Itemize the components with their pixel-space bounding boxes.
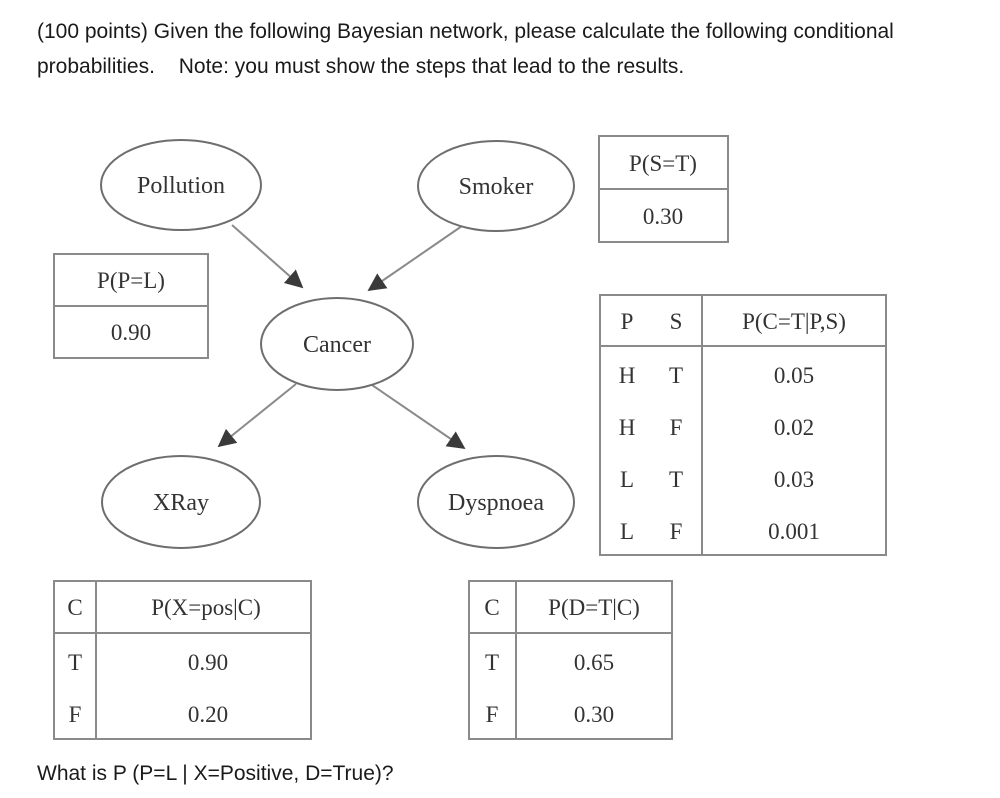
smoker-cpt-value: 0.30 — [643, 204, 683, 229]
edges — [217, 224, 466, 450]
cancer-cpt-row-s: T — [669, 467, 683, 492]
edge-cancer-xray — [217, 383, 297, 448]
node-pollution-label: Pollution — [137, 173, 225, 199]
cancer-cpt-row-p: L — [620, 519, 634, 544]
cancer-cpt-row-s: F — [670, 519, 683, 544]
node-xray-label: XRay — [153, 490, 209, 516]
smoker-cpt-header: P(S=T) — [629, 151, 697, 176]
question-text: (100 points) Given the following Bayesia… — [37, 14, 967, 84]
node-smoker-label: Smoker — [459, 174, 534, 200]
dyspnoea-cpt-row-c: T — [485, 650, 499, 675]
xray-cpt-header-c: C — [67, 595, 82, 620]
dyspnoea-cpt-row-c: F — [486, 702, 499, 727]
cancer-cpt-row-prob: 0.05 — [774, 363, 814, 388]
edge-cancer-dyspnoea — [371, 384, 466, 450]
node-xray: XRay — [101, 455, 261, 549]
edge-smoker-cancer — [367, 225, 463, 292]
dyspnoea-cpt: C P(D=T|C) T 0.65 F 0.30 — [468, 580, 673, 740]
question-note: Note: you must show the steps that lead … — [178, 55, 685, 78]
cancer-cpt-row-p: H — [619, 363, 636, 388]
node-cancer: Cancer — [260, 297, 414, 391]
cancer-cpt-row-p: H — [619, 415, 636, 440]
xray-cpt-header-prob: P(X=pos|C) — [151, 595, 261, 620]
node-pollution: Pollution — [100, 139, 262, 231]
pollution-cpt: P(P=L) 0.90 — [53, 253, 209, 359]
node-cancer-label: Cancer — [303, 332, 371, 358]
dyspnoea-cpt-row-prob: 0.30 — [574, 702, 614, 727]
dyspnoea-cpt-row-prob: 0.65 — [574, 650, 614, 675]
cancer-cpt-row-p: L — [620, 467, 634, 492]
dyspnoea-cpt-header-prob: P(D=T|C) — [548, 595, 640, 620]
cancer-cpt-header-s: S — [670, 309, 683, 334]
final-question: What is P (P=L | X=Positive, D=True)? — [37, 762, 394, 785]
xray-cpt: C P(X=pos|C) T 0.90 F 0.20 — [53, 580, 312, 740]
cancer-cpt-row-s: F — [670, 415, 683, 440]
cancer-cpt-header-p: P — [621, 309, 634, 334]
cancer-cpt: P S P(C=T|P,S) H T 0.05 H F 0.02 L T 0.0… — [599, 294, 887, 556]
cancer-cpt-row-prob: 0.02 — [774, 415, 814, 440]
node-dyspnoea: Dyspnoea — [417, 455, 575, 549]
pollution-cpt-value: 0.90 — [111, 320, 151, 345]
xray-cpt-row-c: F — [69, 702, 82, 727]
cancer-cpt-header-prob: P(C=T|P,S) — [742, 309, 846, 334]
smoker-cpt: P(S=T) 0.30 — [598, 135, 729, 243]
cancer-cpt-row-prob: 0.03 — [774, 467, 814, 492]
question-main: (100 points) Given the following Bayesia… — [37, 20, 894, 78]
cancer-cpt-row-prob: 0.001 — [768, 519, 820, 544]
cancer-cpt-row-s: T — [669, 363, 683, 388]
pollution-cpt-header: P(P=L) — [97, 268, 165, 293]
edge-pollution-cancer — [231, 224, 304, 289]
xray-cpt-row-prob: 0.90 — [188, 650, 228, 675]
node-smoker: Smoker — [417, 140, 575, 232]
xray-cpt-row-c: T — [68, 650, 82, 675]
dyspnoea-cpt-header-c: C — [484, 595, 499, 620]
xray-cpt-row-prob: 0.20 — [188, 702, 228, 727]
node-dyspnoea-label: Dyspnoea — [448, 490, 544, 516]
